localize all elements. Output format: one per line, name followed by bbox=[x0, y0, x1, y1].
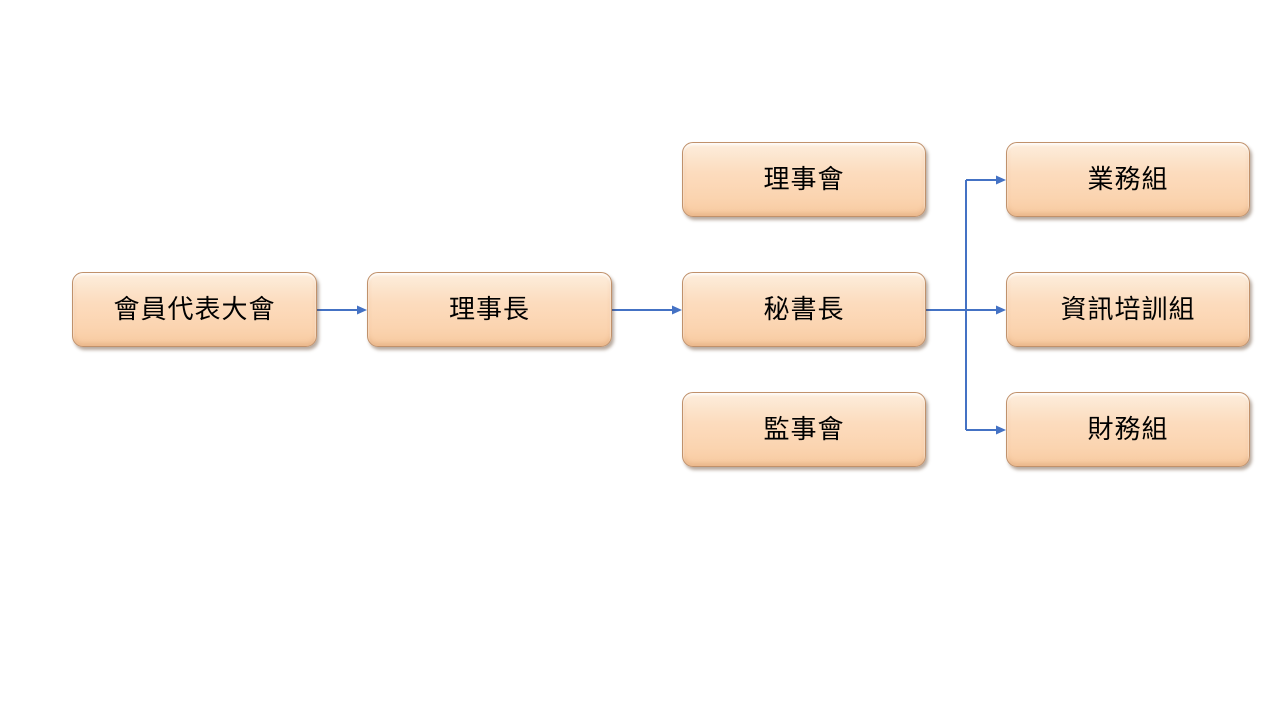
node-info-training-group-label: 資訊培訓組 bbox=[1060, 294, 1196, 324]
node-info-training-group: 資訊培訓組 bbox=[1006, 272, 1250, 347]
node-business-group: 業務組 bbox=[1006, 142, 1250, 217]
node-secretary-general: 秘書長 bbox=[682, 272, 926, 347]
node-member-congress: 會員代表大會 bbox=[72, 272, 317, 347]
node-chairman-label: 理事長 bbox=[448, 294, 530, 324]
node-finance-group: 財務組 bbox=[1006, 392, 1250, 467]
node-board-of-directors: 理事會 bbox=[682, 142, 926, 217]
node-board-of-supervisors-label: 監事會 bbox=[763, 414, 845, 444]
node-board-of-supervisors: 監事會 bbox=[682, 392, 926, 467]
node-member-congress-label: 會員代表大會 bbox=[113, 294, 276, 324]
node-secretary-general-label: 秘書長 bbox=[763, 294, 845, 324]
node-finance-group-label: 財務組 bbox=[1087, 414, 1169, 444]
node-chairman: 理事長 bbox=[367, 272, 612, 347]
node-business-group-label: 業務組 bbox=[1087, 164, 1169, 194]
node-board-of-directors-label: 理事會 bbox=[763, 164, 845, 194]
